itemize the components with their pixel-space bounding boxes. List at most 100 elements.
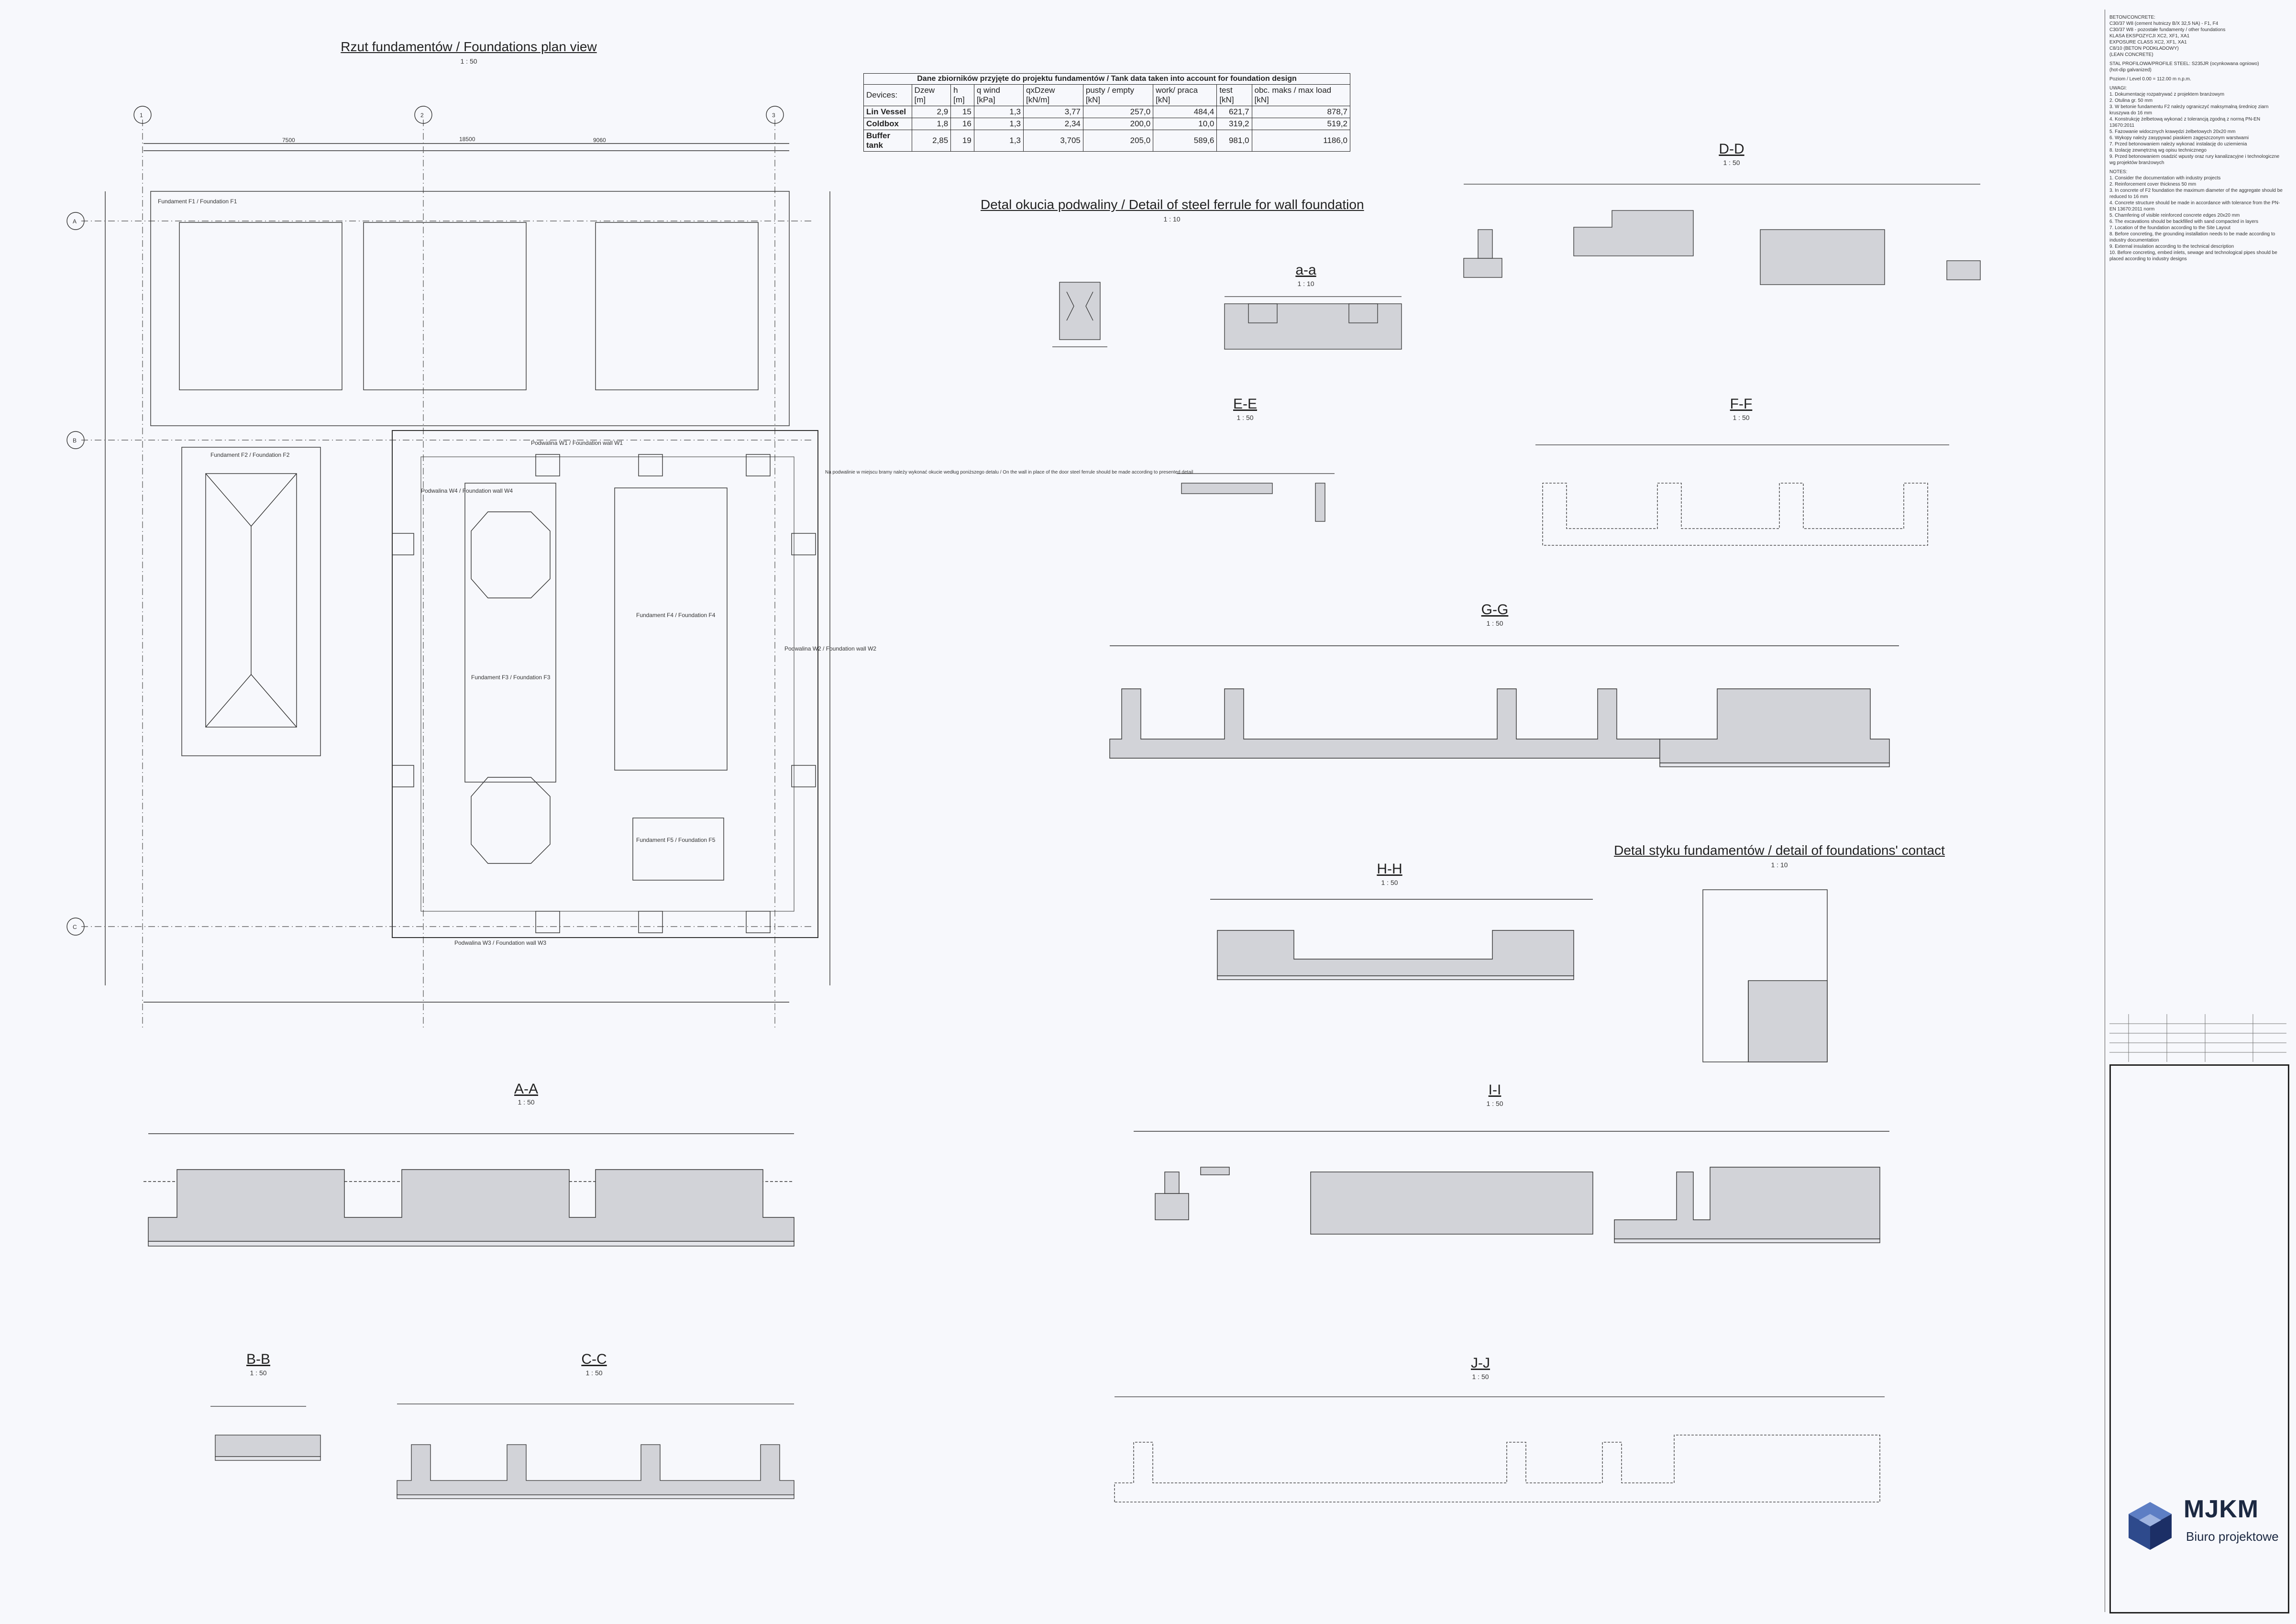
table-cell: 2,34 [1023,118,1083,130]
grid-row-c: C [73,924,77,930]
table-cell: 2,9 [911,106,951,118]
plan-label-f4: Fundament F4 / Foundation F4 [636,612,716,619]
grid-col-3: 3 [772,112,775,119]
section-JJ-scale: 1 : 50 [1472,1373,1489,1381]
header-h: h [m] [950,84,974,106]
brand-subtitle: Biuro projektowe [2186,1529,2279,1544]
plan-label-f2: Fundament F2 / Foundation F2 [210,452,290,458]
section-GG-scale: 1 : 50 [1486,619,1503,627]
section-BB-title: B-B [246,1351,270,1367]
section-HH-scale: 1 : 50 [1381,879,1398,886]
section-II-scale: 1 : 50 [1486,1100,1503,1107]
section-FF [1535,444,1949,546]
drawing-canvas: Fundament F1 / Foundation F1 Fundament F… [66,106,1981,1502]
section-GG-title: G-G [1481,602,1509,618]
ferrule-detail [1052,282,1402,350]
notes-concrete: BETON/CONCRETE: C30/37 W8 (cement hutnic… [2109,15,2226,57]
section-FF-title: F-F [1730,396,1753,412]
table-row: Lin Vessel 2,9 15 1,3 3,77 257,0 484,4 6… [863,106,1351,118]
header-work: work/ praca [kN] [1153,84,1217,106]
section-DD [1463,184,1981,285]
section-aa-small-scale: 1 : 10 [1297,280,1314,287]
title-block-grid [2109,1014,2286,1062]
mjkm-logo-icon [2129,1502,2172,1550]
header-qxd: qxDzew [kN/m] [1023,84,1083,106]
plan-dim-right: 9060 [593,137,606,144]
section-AA-scale: 1 : 50 [518,1098,535,1106]
notes-english: NOTES: 1. Consider the documentation wit… [2109,169,2283,262]
section-GG [1109,645,1899,767]
table-cell: 1,3 [973,118,1024,130]
plan-label-f5: Fundament F5 / Foundation F5 [636,837,716,843]
table-cell: 2,85 [911,130,951,152]
grid-row-a: A [73,218,77,225]
plan-dim-left: 7500 [282,137,295,144]
section-EE-title: E-E [1233,396,1257,412]
section-EE [1177,473,1335,522]
notes-column: BETON/CONCRETE: C30/37 W8 (cement hutnic… [2109,14,2286,265]
plan-note-text: Na podwalinie w miejscu bramy należy wyk… [825,470,1193,475]
section-DD-title: D-D [1719,141,1744,157]
section-AA-title: A-A [514,1081,538,1097]
section-HH [1210,899,1593,980]
tank-data-table: Dane zbiorników przyjęte do projektu fun… [863,73,1351,152]
plan-title: Rzut fundamentów / Foundations plan view [341,39,597,54]
plan-label-f3: Fundament F3 / Foundation F3 [471,674,551,681]
table-cell: 19 [950,130,974,152]
contact-detail [1702,889,1828,1062]
table-cell: 589,6 [1153,130,1217,152]
contact-scale: 1 : 10 [1771,861,1788,869]
table-cell: 16 [950,118,974,130]
plan-label-f1: Fundament F1 / Foundation F1 [158,198,237,205]
section-FF-scale: 1 : 50 [1733,414,1750,421]
header-empty: pusty / empty [kN] [1082,84,1154,106]
contact-title: Detal styku fundamentów / detail of foun… [1614,843,1945,858]
table-cell: Lin Vessel [863,106,912,118]
ferrule-title: Detal okucia podwaliny / Detail of steel… [981,197,1364,212]
header-test: test [kN] [1216,84,1252,106]
table-cell: 1,3 [973,130,1024,152]
table-cell: 1186,0 [1251,130,1351,152]
plan-label-w1: Podwalina W1 / Foundation wall W1 [531,440,623,446]
table-row: Buffer tank 2,85 19 1,3 3,705 205,0 589,… [863,130,1351,152]
plan-label-w3: Podwalina W3 / Foundation wall W3 [454,939,546,946]
section-EE-scale: 1 : 50 [1236,414,1254,421]
section-HH-title: H-H [1377,861,1402,877]
grid-col-2: 2 [420,112,424,119]
header-qwind: q wind [kPa] [973,84,1024,106]
section-II-title: I-I [1488,1082,1501,1098]
grid-row-b: B [73,437,77,444]
tank-table-header-row: Devices: Dzew [m] h [m] q wind [kPa] qxD… [863,84,1351,106]
table-cell: 1,3 [973,106,1024,118]
grid-col-1: 1 [140,112,143,119]
plan-label-w2: Podwalina W2 / Foundation wall W2 [784,645,876,652]
brand-name: MJKM [2184,1495,2259,1523]
notes-steel: STAL PROFILOWA/PROFILE STEEL: S235JR (oc… [2109,61,2259,73]
section-BB [210,1406,321,1461]
section-DD-scale: 1 : 50 [1723,159,1740,166]
plan-label-w4: Podwalina W4 / Foundation wall W4 [421,487,513,494]
plan-annotations: Fundament F1 / Foundation F1 Fundament F… [73,112,876,946]
section-BB-scale: 1 : 50 [250,1369,267,1377]
table-cell: 15 [950,106,974,118]
header-devices: Devices: [863,84,912,106]
table-cell: 205,0 [1082,130,1154,152]
section-CC [397,1403,795,1499]
foundation-plan [66,106,830,1028]
plan-note: Na podwalinie w miejscu bramy należy wyk… [825,470,1193,475]
header-maxload: obc. maks / max load [kN] [1251,84,1351,106]
section-CC-scale: 1 : 50 [585,1369,603,1377]
section-AA [144,1133,795,1247]
section-II [1134,1131,1889,1243]
section-JJ [1114,1396,1885,1502]
plan-scale: 1 : 50 [460,57,477,65]
table-cell: 519,2 [1251,118,1351,130]
table-cell: 981,0 [1216,130,1252,152]
header-dzew: Dzew [m] [911,84,951,106]
ferrule-scale: 1 : 10 [1163,215,1181,223]
section-JJ-title: J-J [1471,1355,1490,1371]
plan-dim-total: 18500 [459,136,475,143]
table-cell: 3,705 [1023,130,1083,152]
section-CC-title: C-C [581,1351,607,1367]
table-row: Coldbox 1,8 16 1,3 2,34 200,0 10,0 319,2… [863,118,1351,130]
